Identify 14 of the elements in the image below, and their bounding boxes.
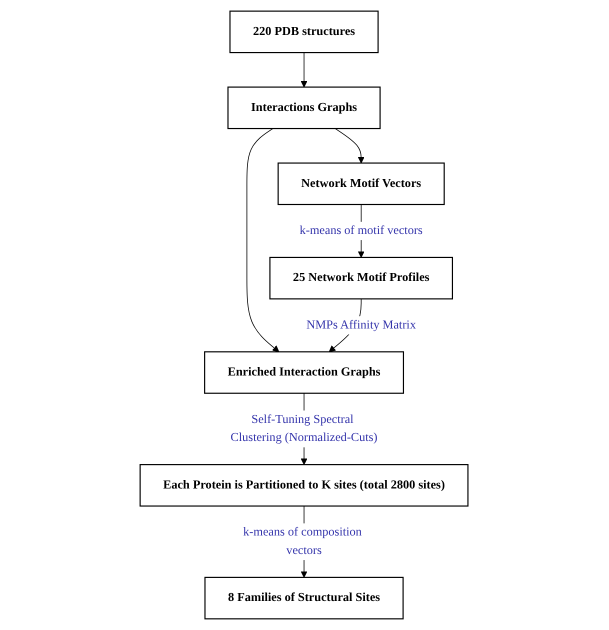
arrow [335, 128, 365, 164]
node-box: Each Protein is Partitioned to K sites (total 2800 sites) [140, 464, 469, 507]
node-box: 8 Families of Structural Sites [204, 576, 404, 620]
node-box: 25 Network Motif Profiles [270, 256, 454, 300]
node-box: Interactions Graphs [228, 86, 382, 130]
node-box: Enriched Interaction Graphs [204, 351, 404, 394]
node-box: Network Motif Vectors [278, 162, 446, 206]
node-box: 220 PDB structures [230, 10, 380, 54]
arrow [301, 52, 308, 88]
edge-label: NMPs Affinity Matrix [306, 318, 416, 332]
arrow [246, 128, 280, 352]
edge-label: k-means of composition vectors [244, 526, 362, 558]
edge-label: k-means of motif vectors [300, 224, 424, 238]
edge-label: Self-Tuning Spectral Clustering (Normalized-Cuts) [231, 412, 378, 444]
